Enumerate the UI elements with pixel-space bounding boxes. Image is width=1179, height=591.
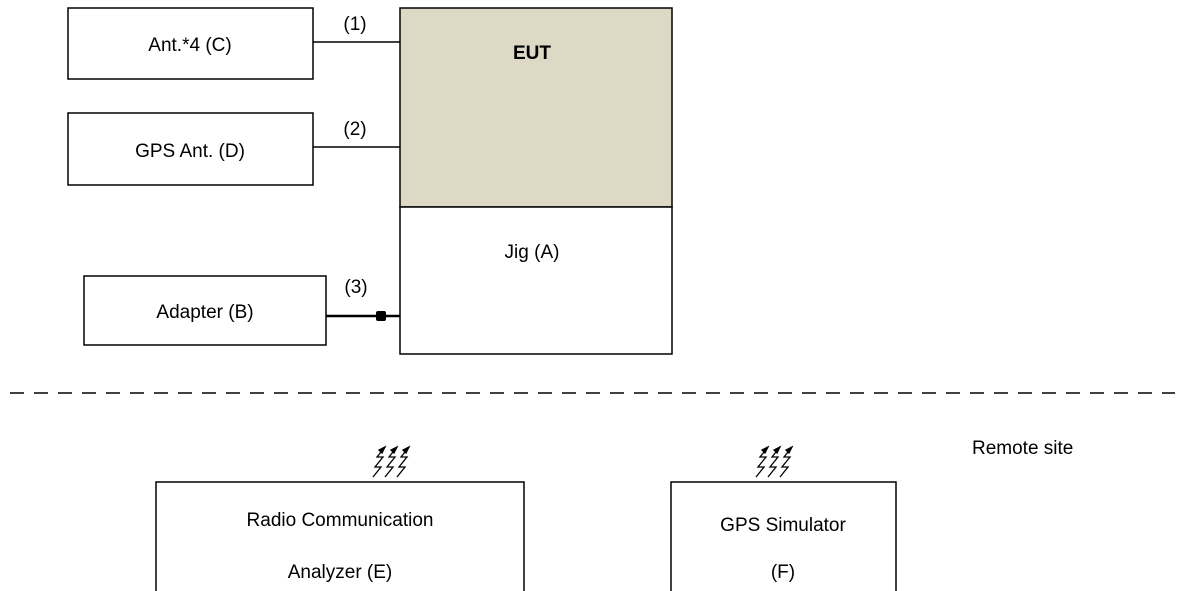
gps-antenna-label: GPS Ant. (D) <box>135 141 245 162</box>
cable-1-label: (1) <box>343 14 366 35</box>
gps-antenna-box <box>67 112 314 186</box>
wireless-signal-icon <box>372 445 411 478</box>
jig-box <box>399 206 673 355</box>
analyzer-box <box>155 481 525 591</box>
jig-label: Jig (A) <box>505 242 560 263</box>
gps-simulator-label-line1: GPS Simulator <box>720 515 846 536</box>
cable-3-connector <box>376 311 386 321</box>
analyzer-label-line2: Analyzer (E) <box>288 562 393 583</box>
analyzer-label-line1: Radio Communication <box>247 510 434 531</box>
eut-label: EUT <box>513 43 551 64</box>
adapter-box <box>83 275 327 346</box>
remote-site-label: Remote site <box>972 438 1073 459</box>
gps-simulator-box <box>670 481 897 591</box>
eut-box <box>399 7 673 208</box>
cable-2-label: (2) <box>343 119 366 140</box>
wireless-signal-icon <box>755 445 794 478</box>
antenna-box <box>67 7 314 80</box>
adapter-label: Adapter (B) <box>156 302 253 323</box>
cable-3-label: (3) <box>344 277 367 298</box>
gps-simulator-label-line2: (F) <box>771 562 795 583</box>
antenna-label: Ant.*4 (C) <box>148 35 231 56</box>
